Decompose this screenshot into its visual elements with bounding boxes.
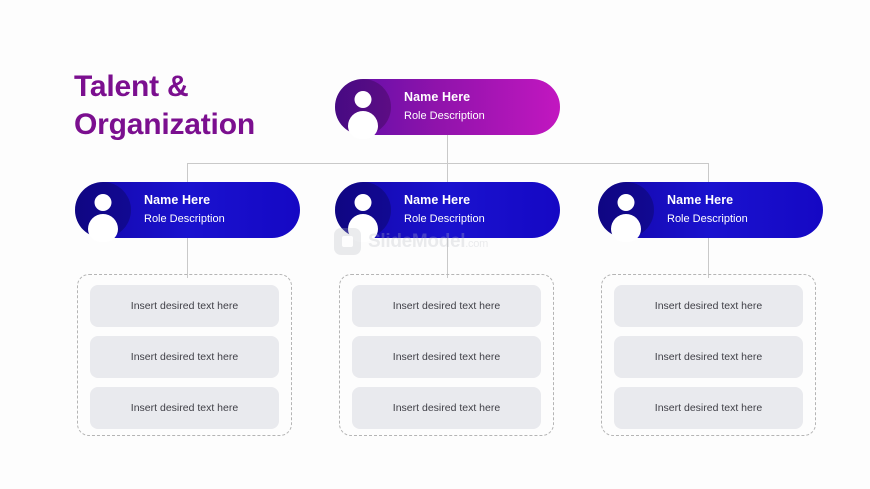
org-node-top-name: Name Here: [404, 90, 471, 105]
avatar-body-shape: [348, 111, 378, 139]
connector-group-2: [447, 238, 448, 278]
org-node-child-3-name: Name Here: [667, 193, 734, 208]
connector-branch-2: [447, 163, 448, 183]
org-node-child-2-role: Role Description: [404, 212, 485, 225]
org-node-child-3-text: Name Here Role Description: [667, 193, 748, 226]
connector-branch-3: [708, 163, 709, 183]
avatar-head-shape: [354, 91, 372, 108]
org-node-child-2-name: Name Here: [404, 193, 471, 208]
avatar-body-shape: [348, 214, 378, 242]
org-node-top-text: Name Here Role Description: [404, 90, 485, 123]
org-node-top[interactable]: Name Here Role Description: [335, 79, 560, 139]
text-group-3: Insert desired text here Insert desired …: [601, 274, 816, 436]
list-item[interactable]: Insert desired text here: [90, 285, 279, 327]
org-node-child-1[interactable]: Name Here Role Description: [75, 182, 300, 242]
page-title-line-1: Talent &: [74, 70, 189, 103]
user-avatar-icon: [335, 182, 391, 242]
list-item[interactable]: Insert desired text here: [352, 285, 541, 327]
list-item[interactable]: Insert desired text here: [614, 336, 803, 378]
connector-group-3: [708, 238, 709, 278]
list-item[interactable]: Insert desired text here: [614, 387, 803, 429]
avatar-head-shape: [617, 194, 635, 211]
org-node-child-2[interactable]: Name Here Role Description: [335, 182, 560, 242]
avatar-body-shape: [88, 214, 118, 242]
connector-group-1: [187, 238, 188, 278]
avatar-head-shape: [94, 194, 112, 211]
list-item[interactable]: Insert desired text here: [352, 387, 541, 429]
watermark-suffix: .com: [465, 237, 488, 250]
list-item[interactable]: Insert desired text here: [90, 336, 279, 378]
avatar-head-shape: [354, 194, 372, 211]
org-node-child-1-role: Role Description: [144, 212, 225, 225]
text-group-1: Insert desired text here Insert desired …: [77, 274, 292, 436]
list-item[interactable]: Insert desired text here: [90, 387, 279, 429]
page-title-line-2: Organization: [74, 107, 255, 141]
org-node-child-3-role: Role Description: [667, 212, 748, 225]
user-avatar-icon: [75, 182, 131, 242]
page-title: Talent & Organization: [74, 68, 324, 143]
org-node-child-2-text: Name Here Role Description: [404, 193, 485, 226]
connector-top-vertical: [447, 135, 448, 164]
org-node-top-role: Role Description: [404, 109, 485, 122]
text-group-2: Insert desired text here Insert desired …: [339, 274, 554, 436]
connector-branch-1: [187, 163, 188, 183]
list-item[interactable]: Insert desired text here: [614, 285, 803, 327]
org-node-child-3[interactable]: Name Here Role Description: [598, 182, 823, 242]
list-item[interactable]: Insert desired text here: [352, 336, 541, 378]
org-node-child-1-name: Name Here: [144, 193, 211, 208]
org-node-child-1-text: Name Here Role Description: [144, 193, 225, 226]
user-avatar-icon: [598, 182, 654, 242]
avatar-body-shape: [611, 214, 641, 242]
user-avatar-icon: [335, 79, 391, 139]
